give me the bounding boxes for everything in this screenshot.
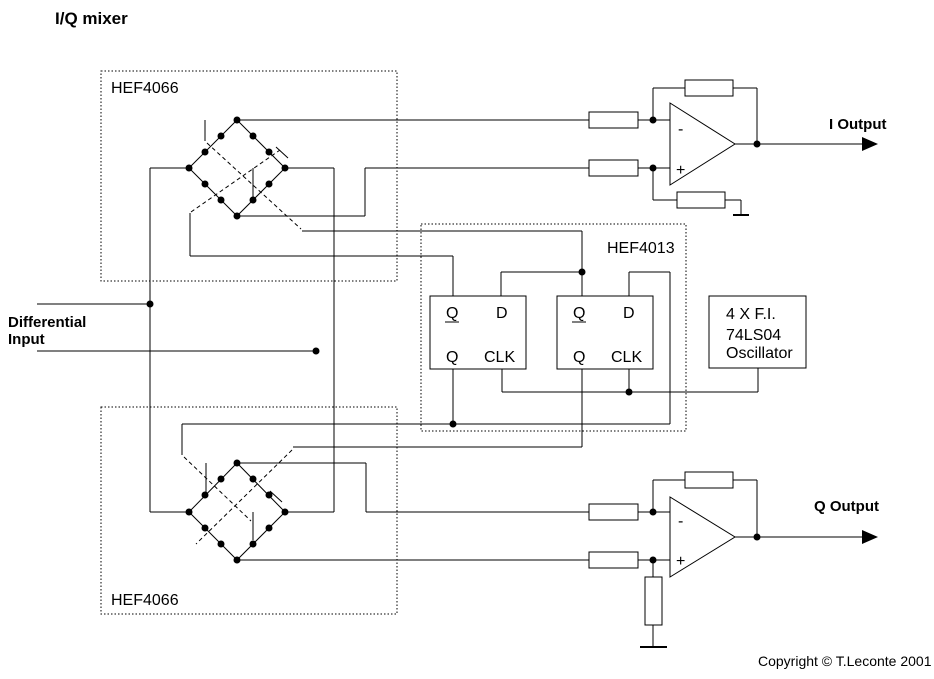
analog-switch-ring-top [188, 119, 289, 217]
resistor [588, 503, 639, 521]
ff2-q-label: Q [573, 349, 585, 366]
differential-input-label-line2: Input [8, 331, 45, 348]
ff1-q-label: Q [446, 349, 458, 366]
q-output-arrow [862, 530, 878, 544]
ff1-qbar-label: Q [446, 305, 458, 322]
ground-resistor [676, 191, 726, 209]
ff2-clk-label: CLK [611, 349, 642, 366]
opamp-q-plus-sign: + [676, 553, 685, 570]
oscillator-box [708, 295, 807, 369]
opamp-i-minus-sign: - [678, 121, 683, 138]
hef4066-bottom-box [100, 406, 398, 615]
i-output-arrow [862, 137, 878, 151]
ground-resistor [644, 576, 663, 626]
flip-flop-2-box [556, 295, 654, 370]
opamp-i-triangle [669, 102, 736, 186]
oscillator-label-line2: 74LS04 [726, 327, 781, 344]
resistor [588, 551, 639, 569]
hef4066-top-box [100, 70, 398, 282]
feedback-resistor [684, 471, 734, 489]
resistor [588, 159, 639, 177]
ff1-clk-label: CLK [484, 349, 515, 366]
oscillator-label-line3: Oscillator [726, 345, 793, 362]
oscillator-label-line1: 4 X F.I. [726, 306, 776, 323]
copyright-text: Copyright © T.Leconte 2001 [758, 653, 932, 669]
opamp-i-plus-sign: + [676, 162, 685, 179]
feedback-resistor [684, 79, 734, 97]
junction-dots [146, 116, 761, 564]
hef4066-bottom-label: HEF4066 [111, 592, 179, 609]
opamp-q-minus-sign: - [678, 513, 683, 530]
hef4013-label: HEF4013 [607, 240, 675, 257]
switch-arm [275, 146, 289, 159]
ff2-qbar-label: Q [573, 305, 585, 322]
resistor [588, 111, 639, 129]
switch-control-dashed-lines [183, 142, 302, 545]
hef4013-box [420, 223, 687, 432]
flip-flop-1-box [429, 295, 527, 370]
analog-switch-ring-bottom [188, 462, 286, 561]
hef4066-top-label: HEF4066 [111, 80, 179, 97]
q-output-label: Q Output [814, 498, 879, 515]
ff2-d-label: D [623, 305, 635, 322]
switch-arm [269, 490, 283, 503]
ff1-d-label: D [496, 305, 508, 322]
page-title: I/Q mixer [55, 9, 128, 28]
i-output-label: I Output [829, 116, 886, 133]
opamp-q-triangle [669, 496, 736, 578]
differential-input-label-line1: Differential [8, 314, 86, 331]
